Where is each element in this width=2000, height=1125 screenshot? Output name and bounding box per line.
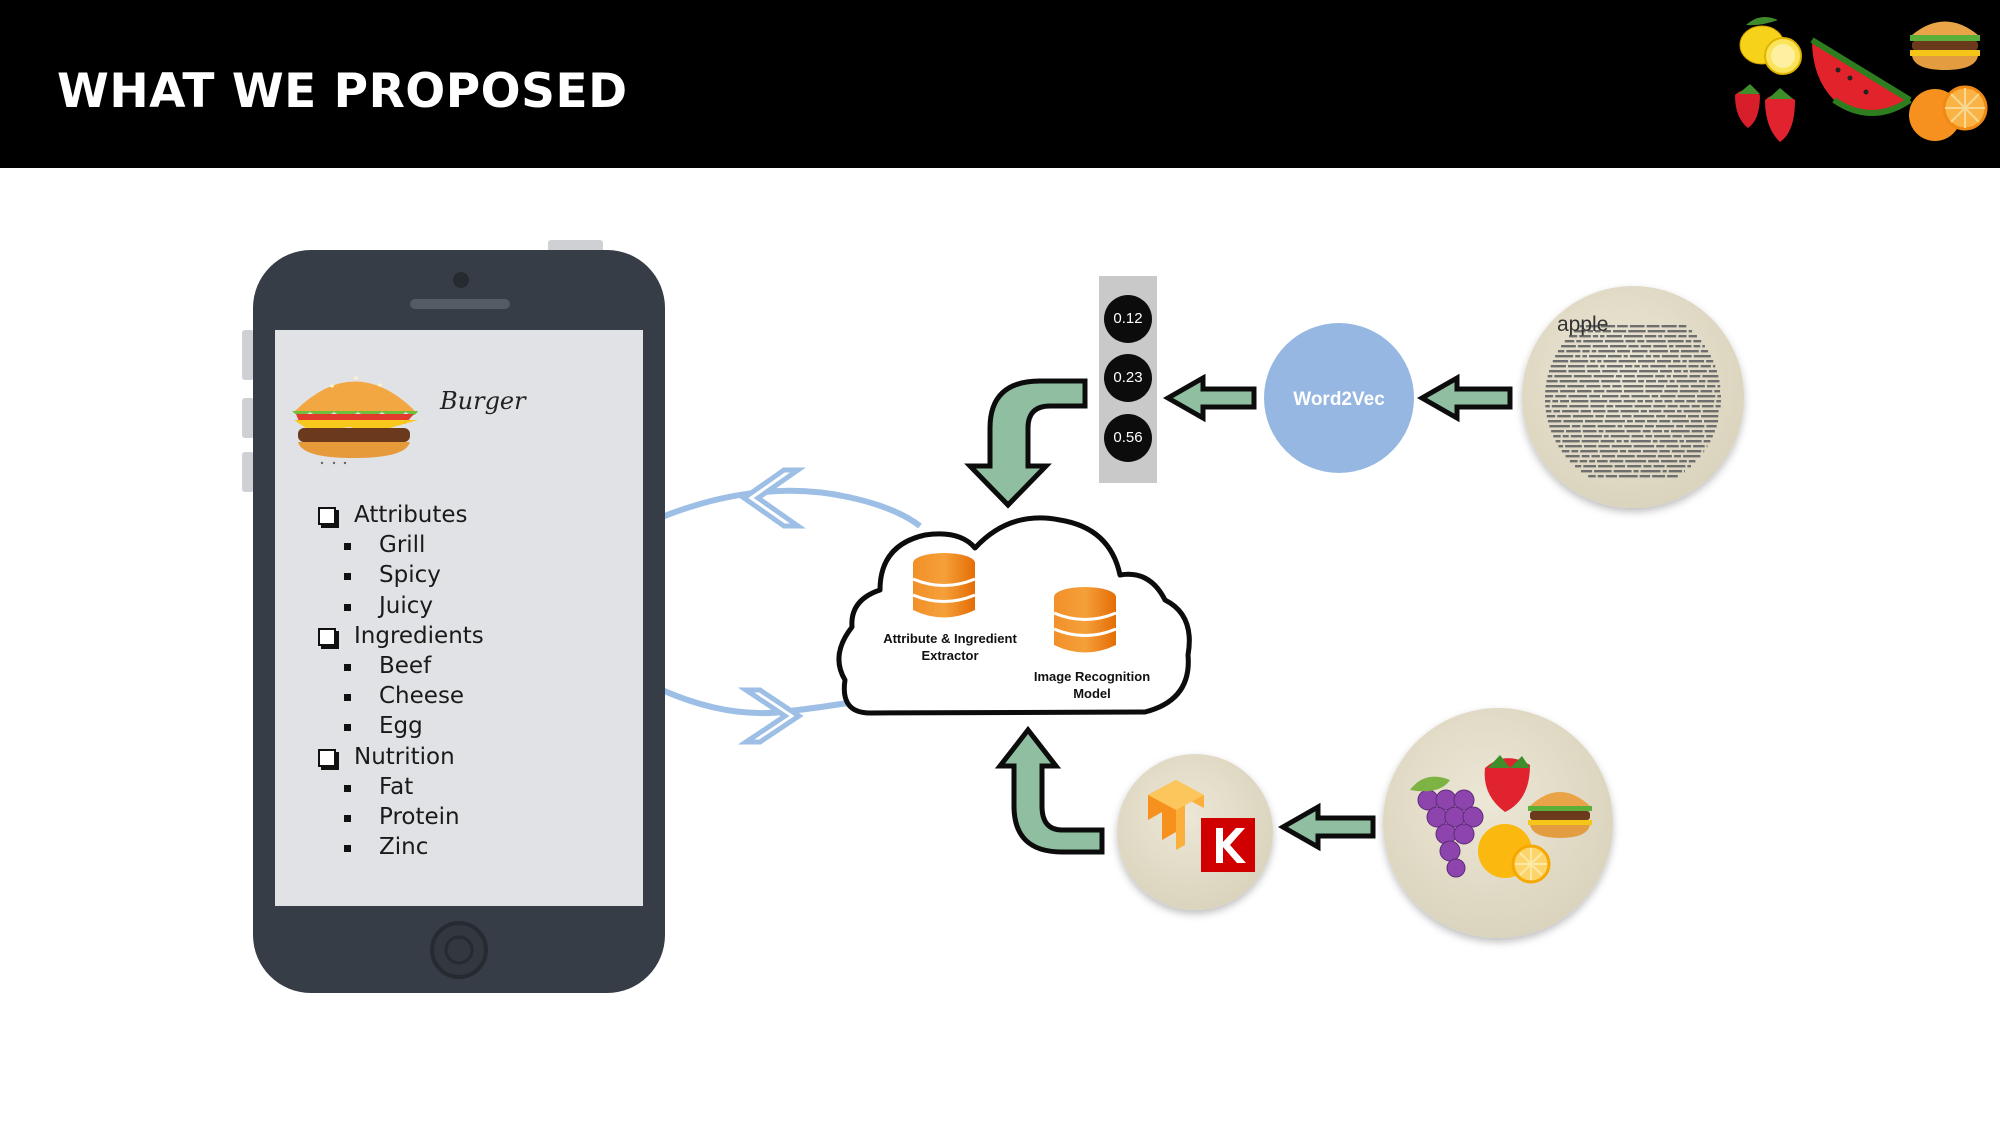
vector-cell (1104, 354, 1152, 402)
list-item: Juicy (318, 591, 484, 621)
vector-value: 0.12 (1113, 310, 1143, 327)
burger-icon (292, 376, 418, 465)
detected-food-name: Burger (440, 387, 526, 415)
list-item: Egg (318, 711, 484, 741)
corpus-word-label: apple (1557, 313, 1609, 336)
word2vec-label: Word2Vec (1293, 389, 1385, 410)
arrow-corpus-to-word2vec (1416, 373, 1513, 423)
title-bar: WHAT WE PROPOSED (0, 0, 2000, 168)
vector-cell (1104, 295, 1152, 343)
arrow-frameworks-to-cloud (994, 725, 1105, 855)
database-icon (1053, 587, 1117, 653)
model-label-line-2: Model (1073, 686, 1111, 701)
extractor-label: Attribute & Ingredient Extractor (870, 630, 1030, 664)
arrow-word2vec-to-vector (1162, 373, 1257, 423)
list-item: Protein (318, 802, 484, 832)
ml-frameworks-node (1117, 754, 1273, 910)
vector-cell (1104, 414, 1152, 462)
word2vec-node (1264, 323, 1414, 473)
extractor-label-line-1: Attribute & Ingredient (883, 631, 1017, 646)
list-section-heading: Attributes (318, 500, 484, 530)
fruit-basket-icon (1383, 708, 1613, 938)
list-item: Grill (318, 530, 484, 560)
list-item: Fat (318, 772, 484, 802)
list-item: Beef (318, 651, 484, 681)
vector-value: 0.56 (1113, 429, 1143, 446)
list-item: Cheese (318, 681, 484, 711)
model-label-line-1: Image Recognition (1033, 669, 1151, 684)
embedding-vector (1099, 276, 1157, 483)
sync-cycle-arrows (660, 467, 922, 745)
tensorflow-icon (1148, 780, 1204, 850)
arrow-vector-to-cloud (964, 378, 1088, 509)
list-item: Zinc (318, 832, 484, 862)
vector-value: 0.23 (1113, 369, 1143, 386)
model-label: Image Recognition Model (1012, 668, 1172, 702)
database-icon (912, 553, 976, 618)
keras-icon (1201, 818, 1255, 872)
list-section-heading: Ingredients (318, 621, 484, 651)
slide-title: WHAT WE PROPOSED (57, 64, 628, 119)
fruit-collage-icon (1735, 16, 1988, 142)
list-section-heading: Nutrition (318, 742, 484, 772)
extractor-label-line-2: Extractor (921, 648, 979, 663)
word-cloud-icon (1522, 286, 1744, 508)
arrow-images-to-frameworks (1277, 802, 1376, 852)
list-item: Spicy (318, 560, 484, 590)
